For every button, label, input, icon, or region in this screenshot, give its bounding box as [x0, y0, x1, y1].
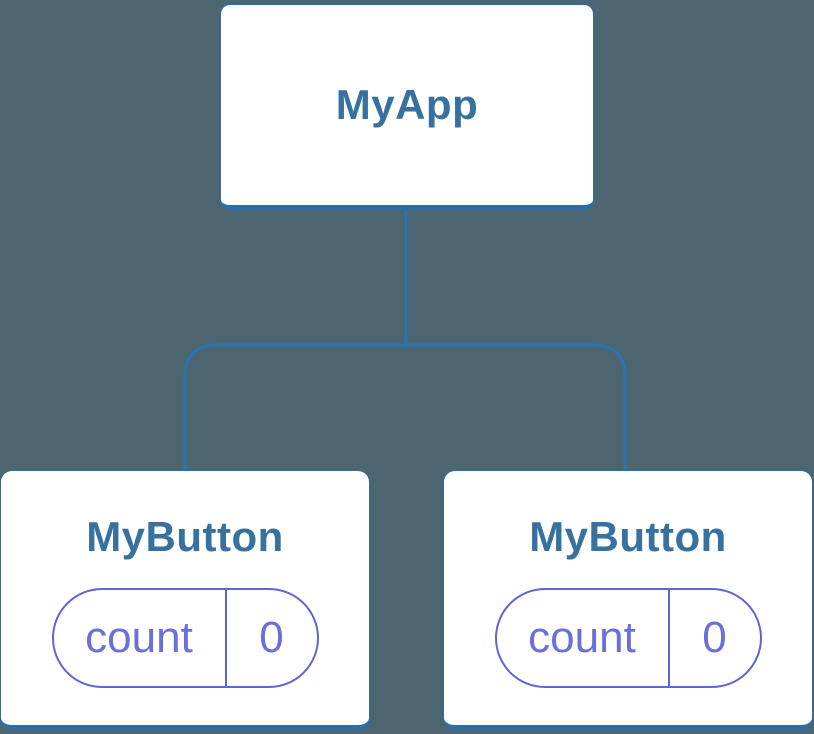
component-label: MyButton: [86, 513, 284, 560]
component-node-child-1: MyButton count 0: [0, 470, 370, 730]
connector-branch: [183, 343, 627, 471]
component-node-child-2: MyButton count 0: [443, 470, 813, 730]
component-node-root: MyApp: [220, 4, 594, 210]
component-label: MyApp: [335, 80, 479, 128]
state-value: 0: [224, 590, 317, 687]
state-value: 0: [667, 590, 760, 687]
component-label: MyButton: [529, 513, 727, 560]
state-key: count: [85, 613, 193, 663]
state-key: count: [528, 613, 636, 663]
state-pill: count 0: [51, 588, 319, 689]
state-pill: count 0: [494, 588, 762, 689]
